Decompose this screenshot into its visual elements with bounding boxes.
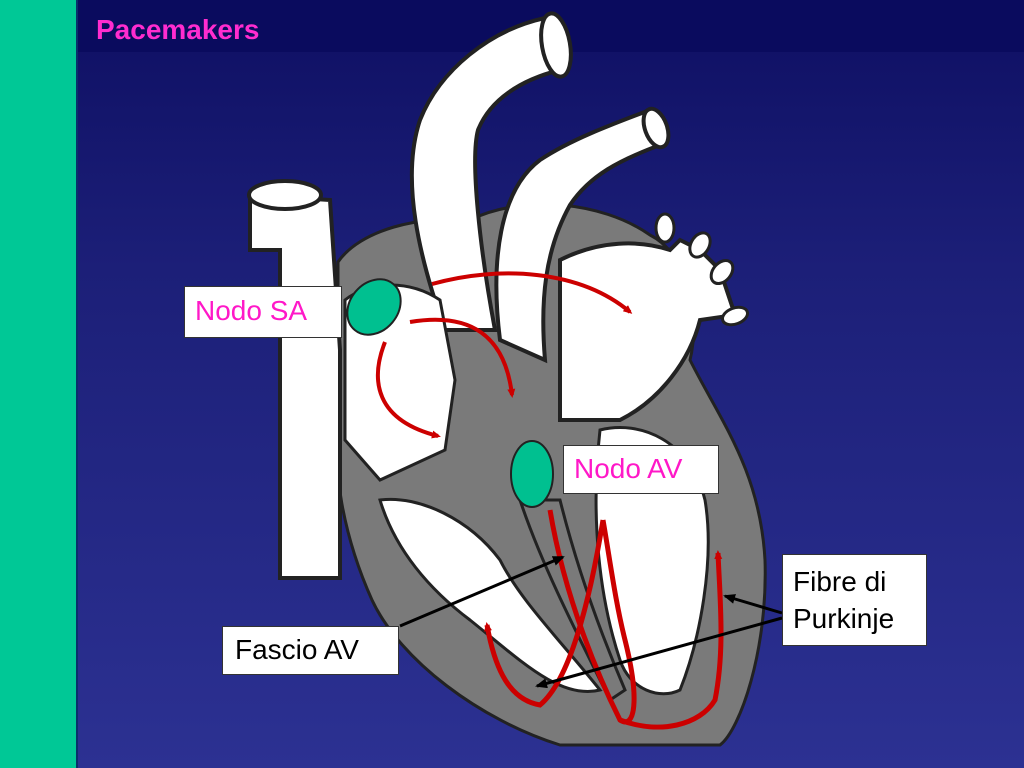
pulmonary-trunk bbox=[494, 106, 671, 364]
leader-fascio-av bbox=[399, 555, 565, 628]
aorta bbox=[409, 11, 573, 332]
sidebar-accent-bar bbox=[0, 0, 78, 768]
leader-purkinje-lower bbox=[535, 616, 783, 689]
label-fibre-di-purkinje: Fibre di Purkinje bbox=[782, 554, 927, 646]
pathway-sa-to-right-atrium bbox=[375, 341, 441, 439]
sa-node bbox=[346, 278, 402, 336]
right-ventricle bbox=[378, 497, 603, 693]
label-nodo-av: Nodo AV bbox=[563, 445, 719, 494]
label-purkinje-line2: Purkinje bbox=[793, 603, 895, 634]
leader-purkinje-upper bbox=[723, 594, 783, 615]
label-fascio-av: Fascio AV bbox=[222, 626, 399, 675]
superior-vena-cava bbox=[247, 179, 342, 580]
left-atrium bbox=[558, 212, 750, 422]
av-node bbox=[510, 440, 554, 508]
label-purkinje-line1: Fibre di bbox=[793, 566, 887, 597]
av-bundle-left-branch bbox=[547, 509, 637, 725]
purkinje-left bbox=[484, 519, 606, 708]
purkinje-right bbox=[619, 550, 724, 730]
label-nodo-sa: Nodo SA bbox=[184, 286, 342, 338]
pathway-sa-to-av bbox=[409, 317, 516, 398]
pathway-sa-to-left-atrium bbox=[431, 271, 633, 314]
slide-title: Pacemakers bbox=[96, 14, 260, 45]
